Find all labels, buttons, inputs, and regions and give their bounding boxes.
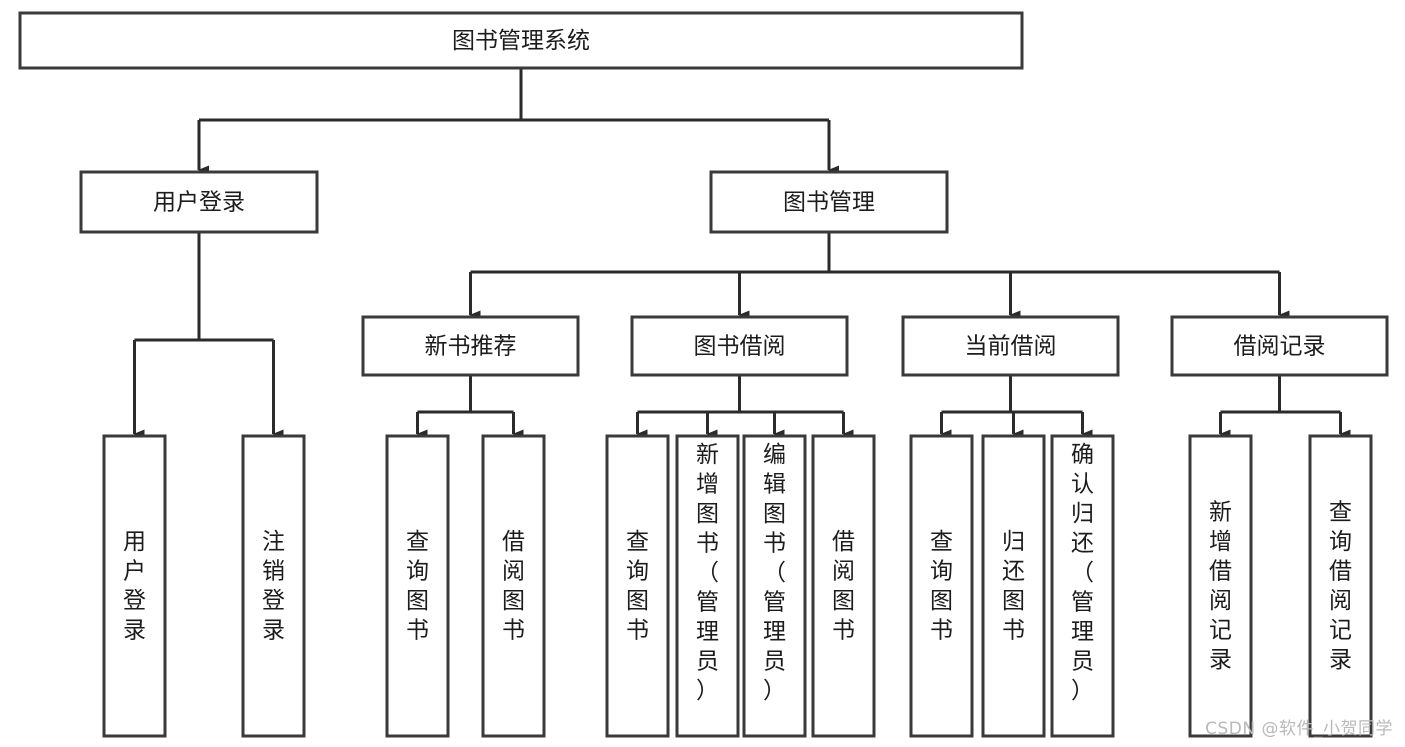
node-leaf-borrow-book-1[interactable]: 借阅图书 [481,434,546,738]
node-label: 借阅图书 [502,529,525,644]
node-leaf-query-book-1[interactable]: 查询图书 [385,434,450,738]
node-current-borrow[interactable]: 当前借阅 [901,315,1120,377]
node-leaf-user-login[interactable]: 用户登录 [102,434,167,738]
node-label: 编辑图书（管理员） [763,442,786,704]
node-label: 借阅图书 [832,529,855,644]
node-borrow-record[interactable]: 借阅记录 [1170,315,1389,377]
node-user-login[interactable]: 用户登录 [79,170,319,234]
node-label: 图书借阅 [694,334,786,360]
node-label: 查询借阅记录 [1329,500,1352,674]
node-book-borrow[interactable]: 图书借阅 [630,315,849,377]
node-book-manage[interactable]: 图书管理 [709,170,949,234]
node-label: 新书推荐 [425,334,517,360]
node-label: 查询图书 [930,529,953,644]
node-label: 图书管理系统 [452,28,590,54]
node-label: 新增借阅记录 [1209,500,1232,674]
node-leaf-edit-book[interactable]: 编辑图书（管理员） [742,434,807,738]
node-leaf-query-book-3[interactable]: 查询图书 [909,434,974,738]
node-leaf-query-book-2[interactable]: 查询图书 [605,434,670,738]
node-label: 图书管理 [783,190,875,216]
node-label: 用户登录 [123,529,146,644]
node-leaf-borrow-book-2[interactable]: 借阅图书 [811,434,876,738]
node-label: 当前借阅 [965,334,1057,360]
node-label: 确认归还（管理员） [1071,442,1094,704]
node-leaf-return-book[interactable]: 归还图书 [981,434,1046,738]
node-leaf-query-record[interactable]: 查询借阅记录 [1308,434,1373,738]
node-label: 用户登录 [153,190,245,216]
node-layer: 图书管理系统用户登录图书管理新书推荐图书借阅当前借阅借阅记录用户登录注销登录查询… [18,11,1389,738]
node-leaf-add-record[interactable]: 新增借阅记录 [1188,434,1253,738]
node-new-book-recommend[interactable]: 新书推荐 [361,315,580,377]
node-label: 查询图书 [626,529,649,644]
node-label: 新增图书（管理员） [696,442,719,704]
node-label: 归还图书 [1002,529,1025,644]
connector-layer [133,68,1351,439]
node-label: 注销登录 [262,529,285,644]
node-label: 查询图书 [406,529,429,644]
node-label: 借阅记录 [1234,334,1326,360]
node-root[interactable]: 图书管理系统 [18,11,1024,70]
node-leaf-add-book[interactable]: 新增图书（管理员） [675,434,740,738]
node-leaf-logout[interactable]: 注销登录 [241,434,306,738]
node-leaf-confirm-return[interactable]: 确认归还（管理员） [1050,434,1115,738]
